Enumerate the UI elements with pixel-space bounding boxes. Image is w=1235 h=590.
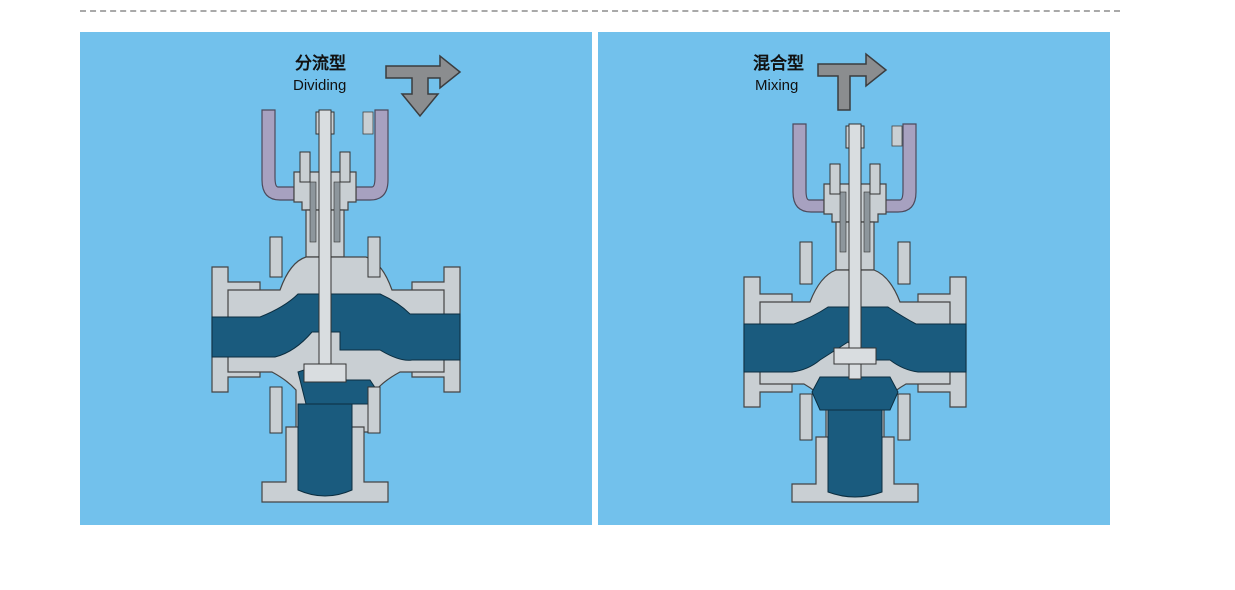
dividing-valve-diagram: 分流型 Dividing — [80, 32, 592, 525]
valve-body — [743, 123, 967, 503]
valve-body — [211, 109, 461, 503]
label-english: Dividing — [293, 77, 346, 94]
label-chinese: 混合型 — [753, 53, 804, 74]
label-chinese: 分流型 — [295, 53, 346, 74]
merge-flow-arrow-icon — [817, 52, 888, 111]
mixing-valve-diagram: 混合型 Mixing — [598, 32, 1110, 525]
mixing-valve-panel: 混合型 Mixing — [598, 32, 1110, 525]
dashed-divider — [80, 10, 1120, 12]
dividing-valve-panel: 分流型 Dividing — [80, 32, 592, 525]
split-flow-arrow-icon — [385, 54, 462, 118]
label-english: Mixing — [755, 77, 798, 94]
